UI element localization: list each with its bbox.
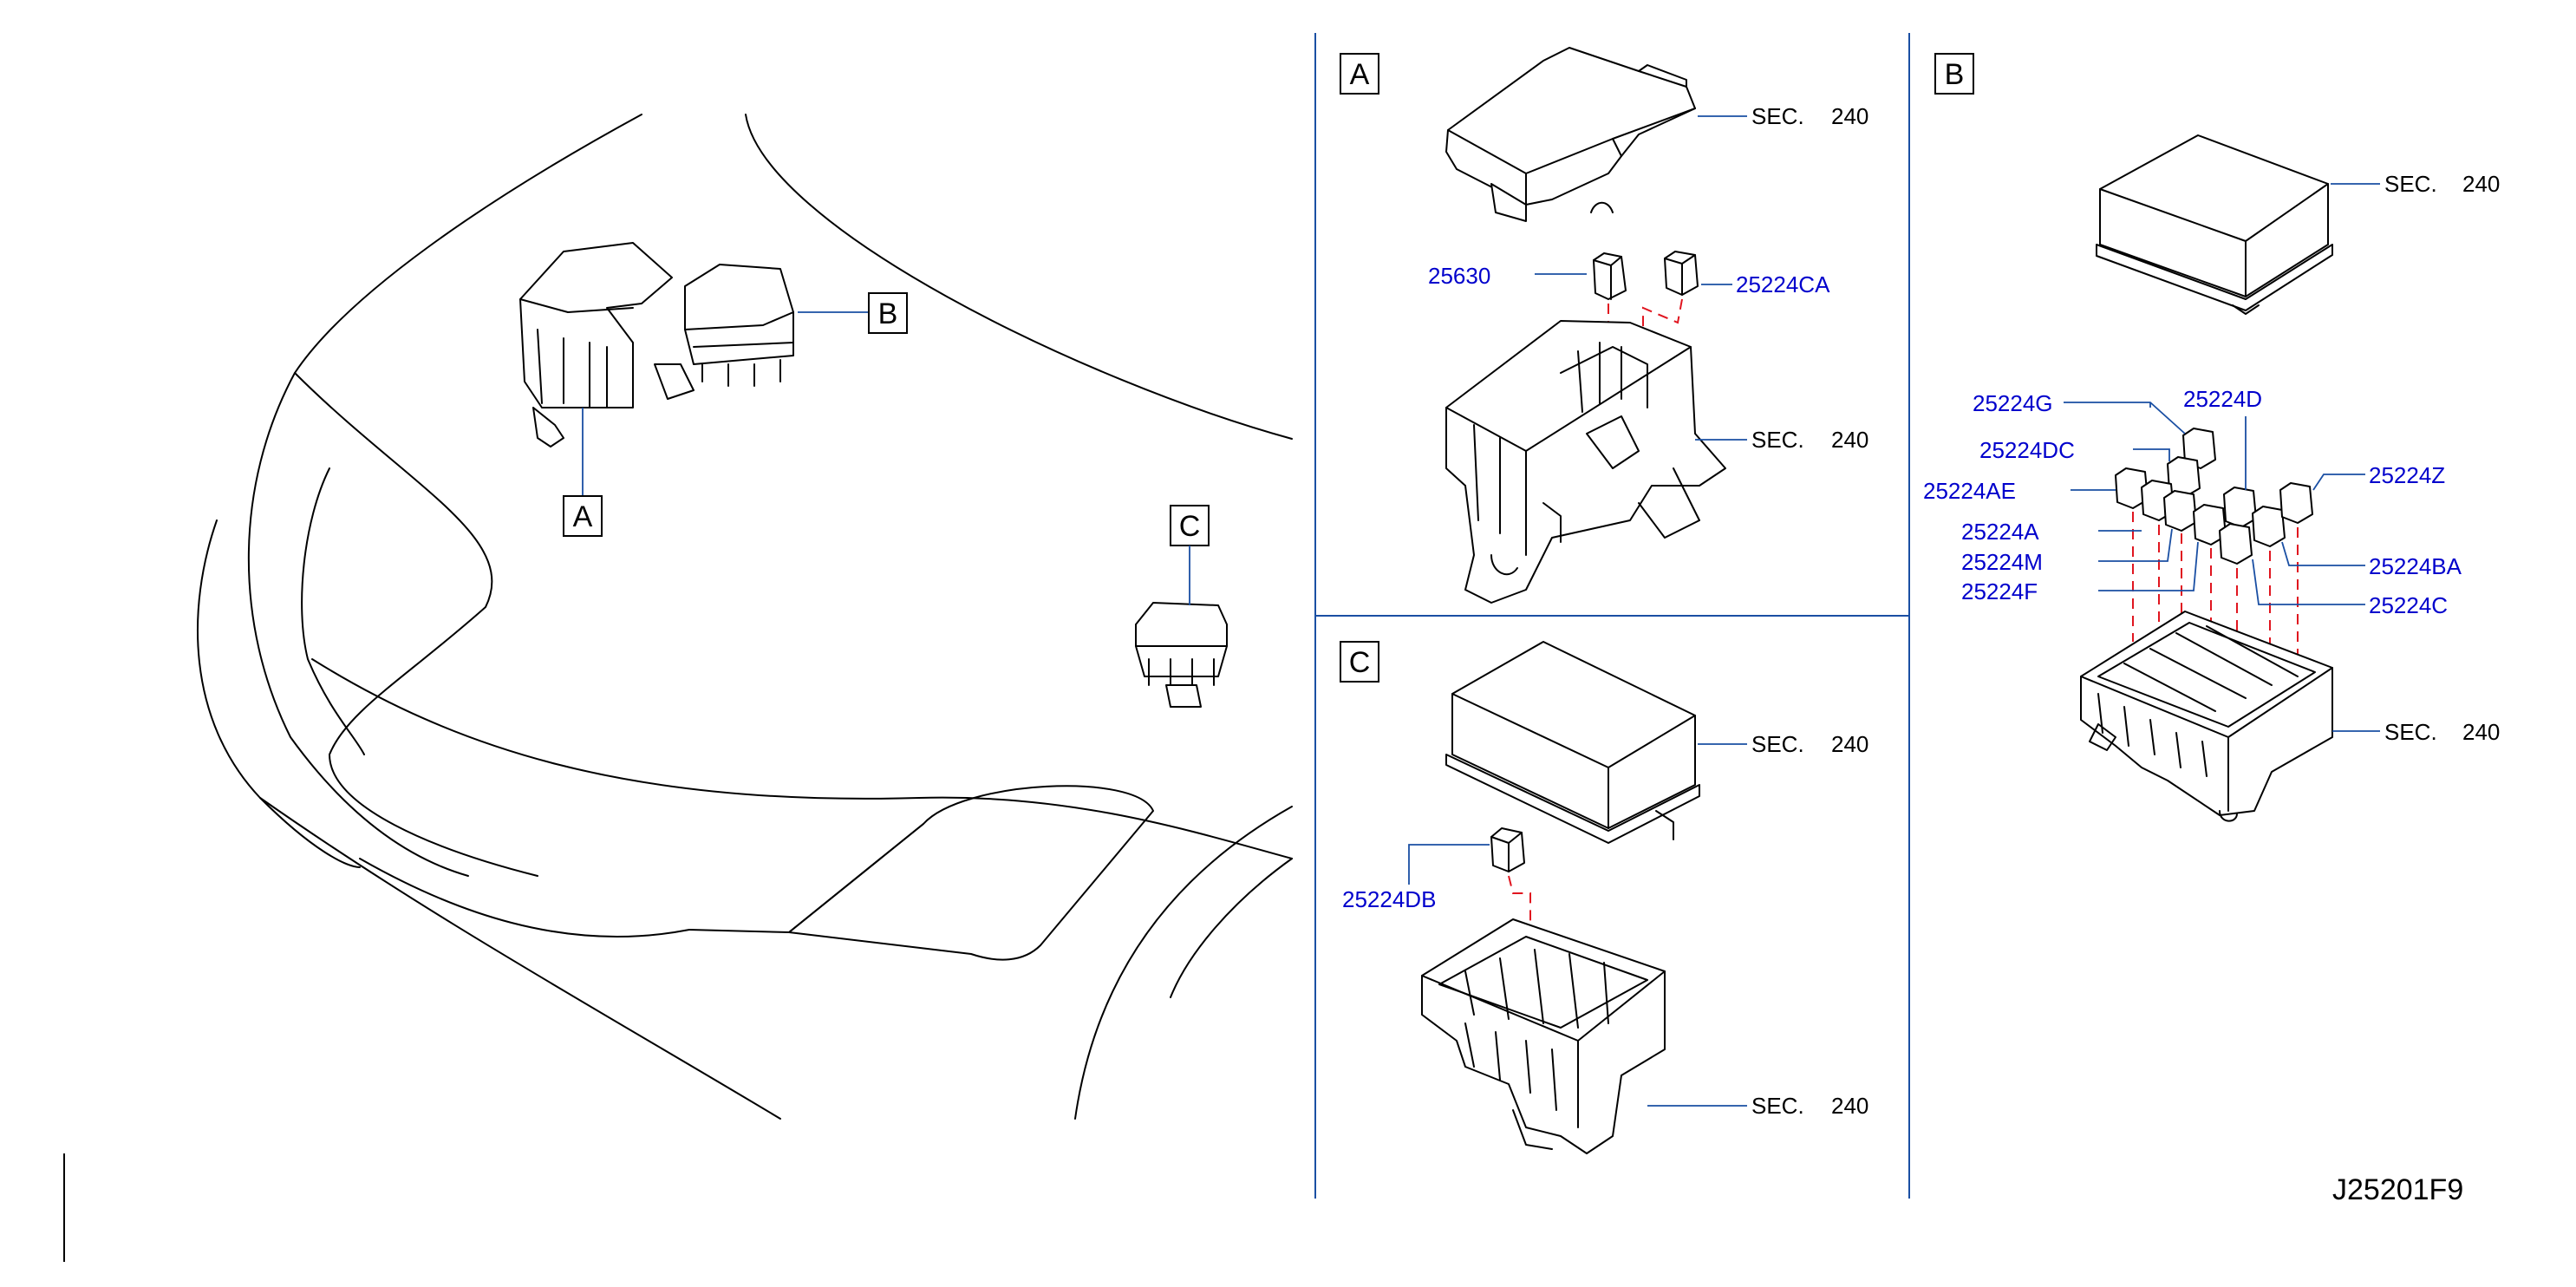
part-25224f: 25224F	[1961, 578, 2038, 604]
part-25224z: 25224Z	[2369, 462, 2445, 488]
panel-c-sec-base-num: 240	[1831, 1093, 1868, 1119]
part-25224a: 25224A	[1961, 519, 2039, 545]
panel-b-cover	[2096, 134, 2333, 315]
part-25224db: 25224DB	[1342, 886, 1436, 912]
overview-fuse-box-a	[519, 242, 673, 448]
overview-label-a-box	[563, 495, 603, 537]
panel-a-sec-base-num: 240	[1831, 427, 1868, 453]
panel-a-sec-base: SEC.	[1751, 427, 1804, 453]
panel-c-sec-top: SEC.	[1751, 731, 1804, 757]
panel-b-sec-base-num: 240	[2462, 719, 2500, 745]
panel-c-sec-base: SEC.	[1751, 1093, 1804, 1119]
overview-fuse-box-c	[1135, 602, 1228, 708]
vehicle-outline	[197, 114, 1293, 1120]
panel-c-base	[1421, 918, 1666, 1154]
panel-a-base	[1445, 320, 1726, 604]
overview-label-b: B	[878, 297, 898, 330]
panel-a-cover	[1445, 47, 1696, 222]
part-25630: 25630	[1428, 263, 1490, 289]
panel-a-relay-25224ca	[1664, 251, 1699, 296]
panel-b-label: B	[1945, 58, 1965, 91]
panel-b-sec-top-num: 240	[2462, 171, 2500, 197]
panel-a-box	[1340, 53, 1379, 95]
panel-b-box	[1934, 53, 1974, 95]
part-25224c: 25224C	[2369, 592, 2448, 618]
panel-a-sec-top: SEC.	[1751, 103, 1804, 129]
part-25224m: 25224M	[1961, 549, 2043, 575]
overview-fuse-box-b	[654, 264, 794, 400]
panel-b-base	[2080, 611, 2333, 822]
part-25224ae: 25224AE	[1923, 478, 2016, 504]
panel-b-sec-top: SEC.	[2384, 171, 2437, 197]
panel-a-label: A	[1350, 58, 1370, 91]
panel-a-sec-top-num: 240	[1831, 103, 1868, 129]
panel-a-relay-25630	[1593, 252, 1627, 300]
panel-c-label: C	[1349, 646, 1371, 679]
diagram-code: J25201F9	[2332, 1173, 2463, 1206]
panel-c-sec-top-num: 240	[1831, 731, 1868, 757]
part-25224ba: 25224BA	[2369, 553, 2462, 579]
part-25224dc: 25224DC	[1979, 437, 2075, 463]
panel-c-cover	[1445, 641, 1700, 844]
part-25224g: 25224G	[1973, 390, 2053, 416]
overview-label-c: C	[1179, 510, 1201, 543]
panel-b-relays	[2115, 428, 2313, 565]
part-25224ca: 25224CA	[1736, 271, 1830, 297]
panel-b-sec-base: SEC.	[2384, 719, 2437, 745]
panel-c-relay-25224db	[1490, 827, 1525, 872]
part-25224d: 25224D	[2183, 386, 2262, 412]
overview-label-a: A	[573, 500, 593, 533]
panel-c-box	[1340, 641, 1379, 683]
overview-label-b-box	[868, 292, 908, 334]
